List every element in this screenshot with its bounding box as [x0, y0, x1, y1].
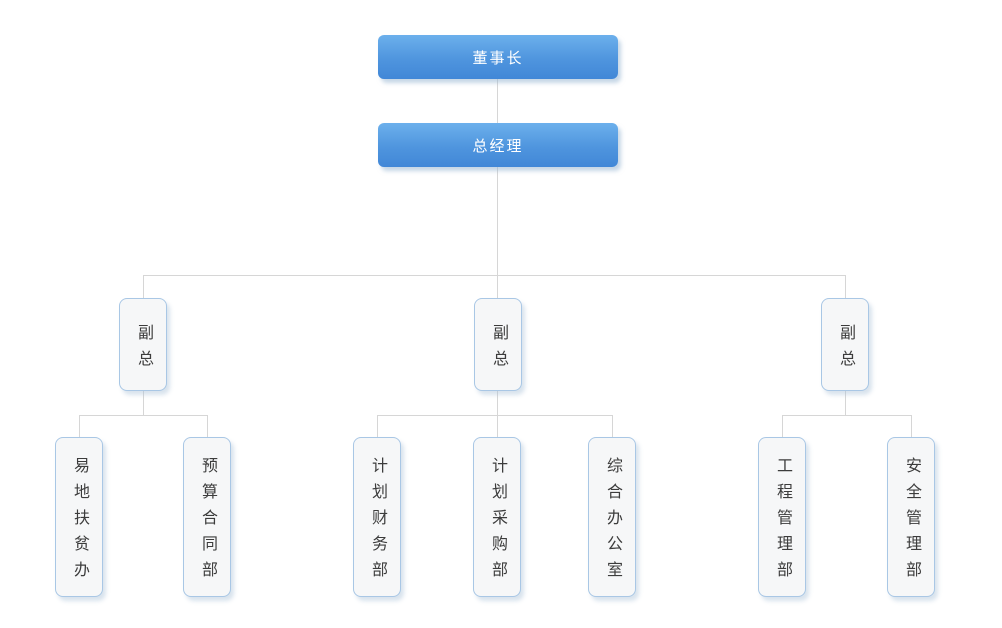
org-node-dept-budget[interactable]: 预算合同部 [183, 437, 231, 597]
connector-group1-rail [79, 415, 208, 416]
connector-drop-dept-budget [207, 415, 208, 437]
org-node-dept-finance[interactable]: 计划财务部 [353, 437, 401, 597]
org-node-dept-general[interactable]: 综合办公室 [588, 437, 636, 597]
connector-drop-dept-engineer [782, 415, 783, 437]
connector-drop-dept-safety [911, 415, 912, 437]
org-node-dept-budget-label: 预算合同部 [199, 457, 216, 587]
org-node-dept-relocation-label: 易地扶贫办 [71, 457, 88, 587]
org-node-chairman[interactable]: 董事长 [378, 35, 618, 79]
org-node-dept-relocation[interactable]: 易地扶贫办 [55, 437, 103, 597]
org-node-vp-right-label: 副总 [837, 323, 854, 376]
org-node-vp-left[interactable]: 副总 [119, 298, 167, 391]
connector-chairman-gm [497, 79, 498, 123]
connector-level3-rail [143, 275, 846, 276]
org-node-vp-middle-label: 副总 [490, 323, 507, 376]
connector-drop-dept-relocation [79, 415, 80, 437]
org-node-vp-right[interactable]: 副总 [821, 298, 869, 391]
org-node-general-manager[interactable]: 总经理 [378, 123, 618, 167]
org-node-dept-safety-label: 安全管理部 [903, 457, 920, 587]
connector-vp-left-down [143, 391, 144, 415]
connector-group3-rail [782, 415, 912, 416]
org-node-vp-middle[interactable]: 副总 [474, 298, 522, 391]
connector-drop-dept-procure [497, 415, 498, 437]
connector-drop-vp-right [845, 275, 846, 298]
org-node-general-manager-label: 总经理 [472, 137, 524, 155]
org-node-dept-finance-label: 计划财务部 [369, 457, 386, 587]
connector-gm-down [497, 167, 498, 275]
connector-drop-dept-general [612, 415, 613, 437]
connector-drop-vp-left [143, 275, 144, 298]
connector-vp-middle-down [497, 391, 498, 415]
org-node-chairman-label: 董事长 [472, 49, 524, 67]
org-node-dept-engineer-label: 工程管理部 [774, 457, 791, 587]
connector-group2-rail [377, 415, 613, 416]
org-node-dept-engineer[interactable]: 工程管理部 [758, 437, 806, 597]
org-node-dept-general-label: 综合办公室 [604, 457, 621, 587]
org-node-dept-safety[interactable]: 安全管理部 [887, 437, 935, 597]
connector-drop-vp-middle [497, 275, 498, 298]
org-node-vp-left-label: 副总 [135, 323, 152, 376]
connector-drop-dept-finance [377, 415, 378, 437]
connector-vp-right-down [845, 391, 846, 415]
org-node-dept-procure[interactable]: 计划采购部 [473, 437, 521, 597]
org-node-dept-procure-label: 计划采购部 [489, 457, 506, 587]
